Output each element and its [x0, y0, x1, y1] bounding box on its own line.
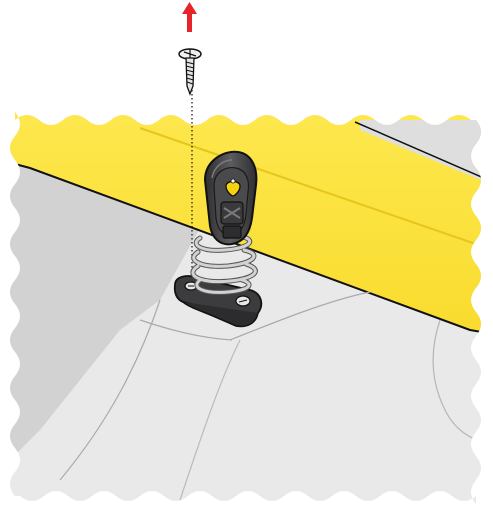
- screw-icon: [179, 49, 201, 94]
- pulley-block-icon: [205, 152, 256, 245]
- arrow-up-icon: [182, 2, 197, 32]
